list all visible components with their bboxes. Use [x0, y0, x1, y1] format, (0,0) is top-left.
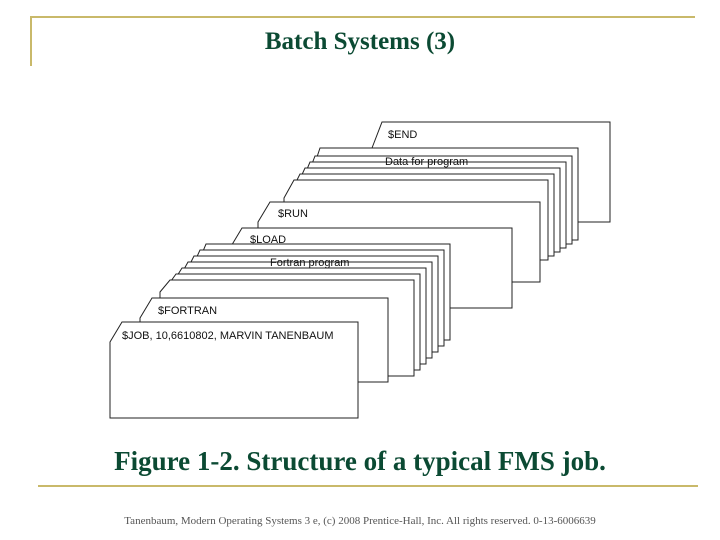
card-fortran-program-label: Fortran program	[270, 257, 349, 269]
card-load-label: $LOAD	[250, 234, 286, 246]
slide-title: Batch Systems (3)	[264, 28, 456, 55]
card-run-label: $RUN	[278, 208, 308, 220]
copyright-footer: Tanenbaum, Modern Operating Systems 3 e,…	[124, 515, 596, 527]
card-data-label: Data for program	[385, 156, 468, 168]
bottom-frame-line	[38, 485, 698, 487]
left-frame-line	[30, 16, 32, 66]
card-job	[109, 321, 359, 419]
card-fortran-label: $FORTRAN	[158, 305, 217, 317]
card-end-label: $END	[388, 129, 417, 141]
card-job-label: $JOB, 10,6610802, MARVIN TANENBAUM	[122, 330, 334, 342]
top-frame-line	[30, 16, 695, 18]
figure-caption: Figure 1-2. Structure of a typical FMS j…	[114, 446, 606, 476]
